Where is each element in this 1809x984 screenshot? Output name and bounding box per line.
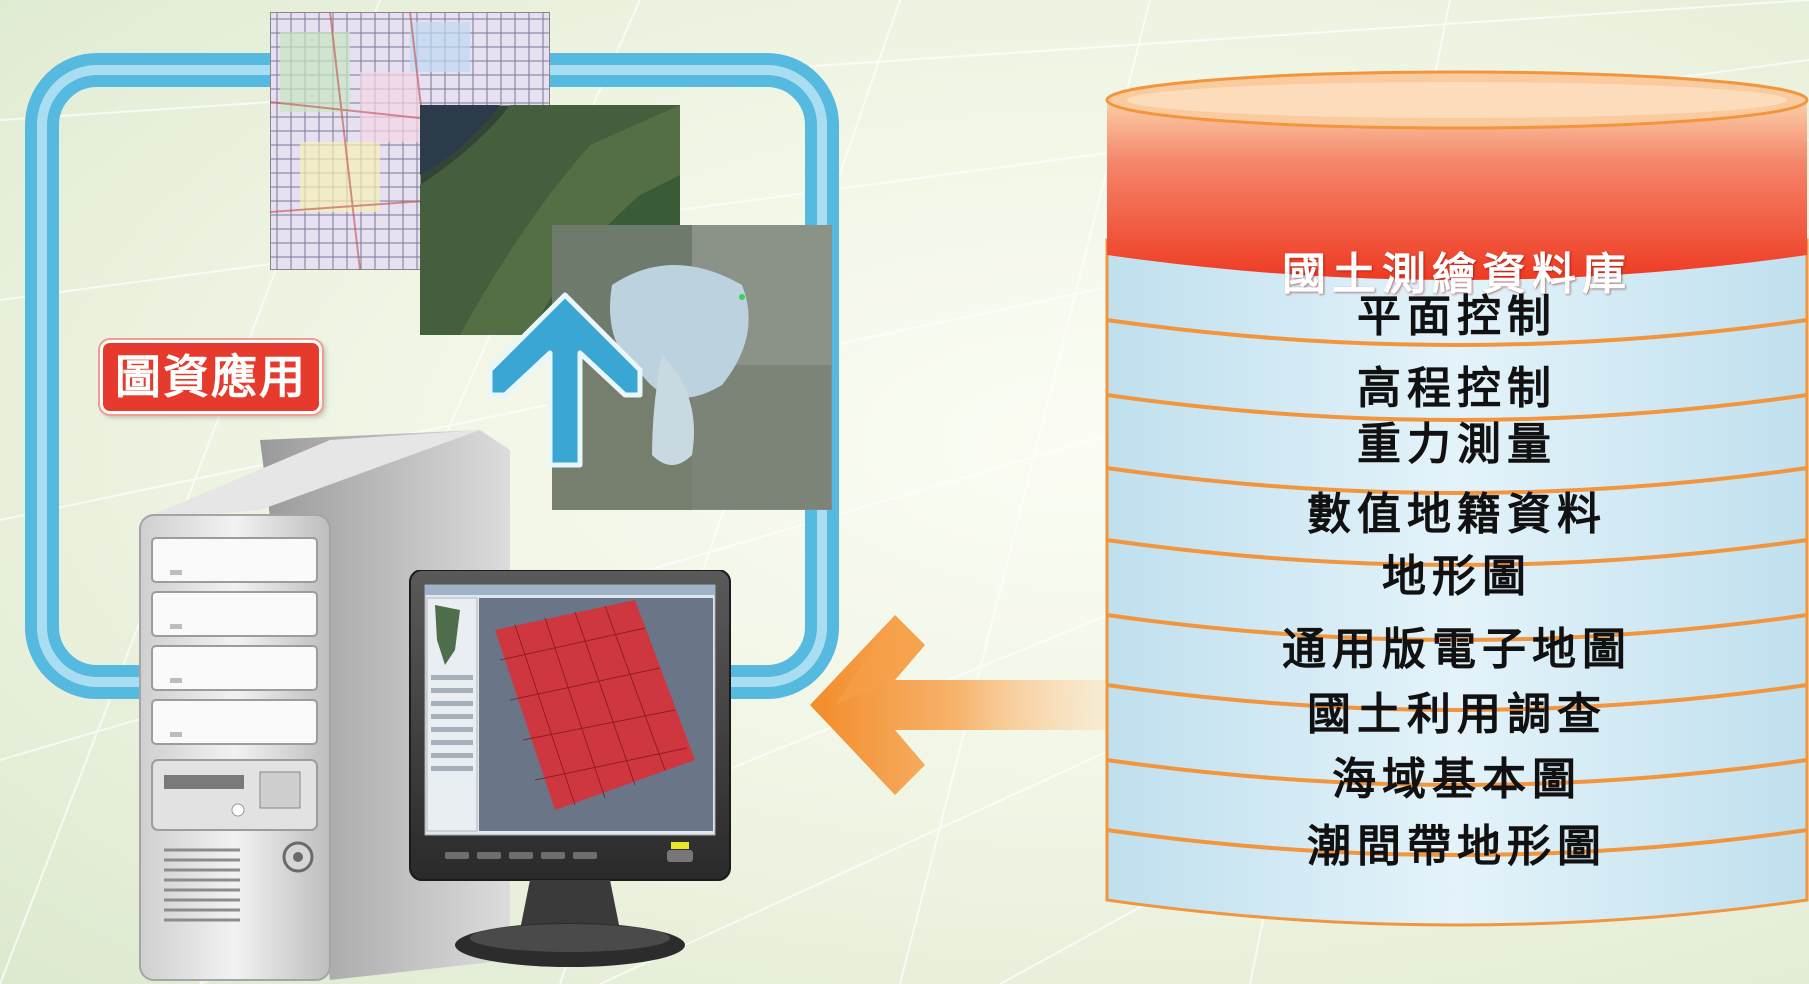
map-application-label: 圖資應用 — [100, 340, 322, 414]
data-flow-arrow — [810, 615, 1130, 795]
satellite-lake-image — [552, 225, 832, 510]
upload-arrow — [487, 292, 643, 468]
database-item: 潮間帶地形圖 — [1307, 821, 1607, 872]
database-item: 高程控制 — [1357, 363, 1557, 414]
database-item: 數值地籍資料 — [1307, 489, 1607, 540]
database-item: 平面控制 — [1357, 291, 1557, 342]
database-item: 海域基本圖 — [1332, 754, 1582, 805]
database-cylinder — [1105, 70, 1809, 927]
database-item: 通用版電子地圖 — [1282, 624, 1632, 675]
database-item: 國土利用調查 — [1307, 689, 1607, 740]
database-item: 地形圖 — [1382, 551, 1532, 602]
surveying-database: 國土測繪資料庫 平面控制 高程控制 重力測量 數值地籍資料 地形圖 通用版電子地… — [1105, 70, 1809, 950]
monitor — [409, 570, 731, 967]
database-item: 重力測量 — [1357, 419, 1557, 470]
database-title: 國土測繪資料庫 — [1282, 249, 1632, 300]
computer-tower — [139, 430, 510, 981]
